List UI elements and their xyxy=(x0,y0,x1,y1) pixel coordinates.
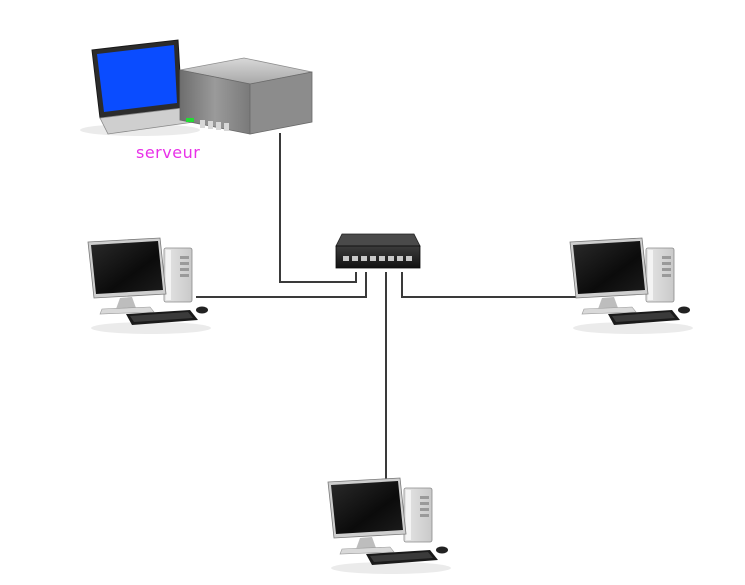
network-switch-icon xyxy=(335,233,421,269)
cables xyxy=(196,133,578,481)
server-label: serveur xyxy=(136,143,201,162)
desktop-computer-icon xyxy=(327,477,452,575)
desktop-computer-icon xyxy=(87,237,212,335)
desktop-computer-icon xyxy=(569,237,694,335)
server-led-icon xyxy=(186,118,194,122)
pc-right-node xyxy=(569,237,694,335)
server-tower-icon xyxy=(179,57,313,135)
cable-server-switch xyxy=(279,133,357,283)
server-node xyxy=(80,39,313,136)
cable-left-switch xyxy=(196,272,367,298)
pc-bottom-node xyxy=(327,477,452,575)
laptop-icon xyxy=(80,39,200,136)
pc-left-node xyxy=(87,237,212,335)
cable-right-switch xyxy=(401,272,578,298)
